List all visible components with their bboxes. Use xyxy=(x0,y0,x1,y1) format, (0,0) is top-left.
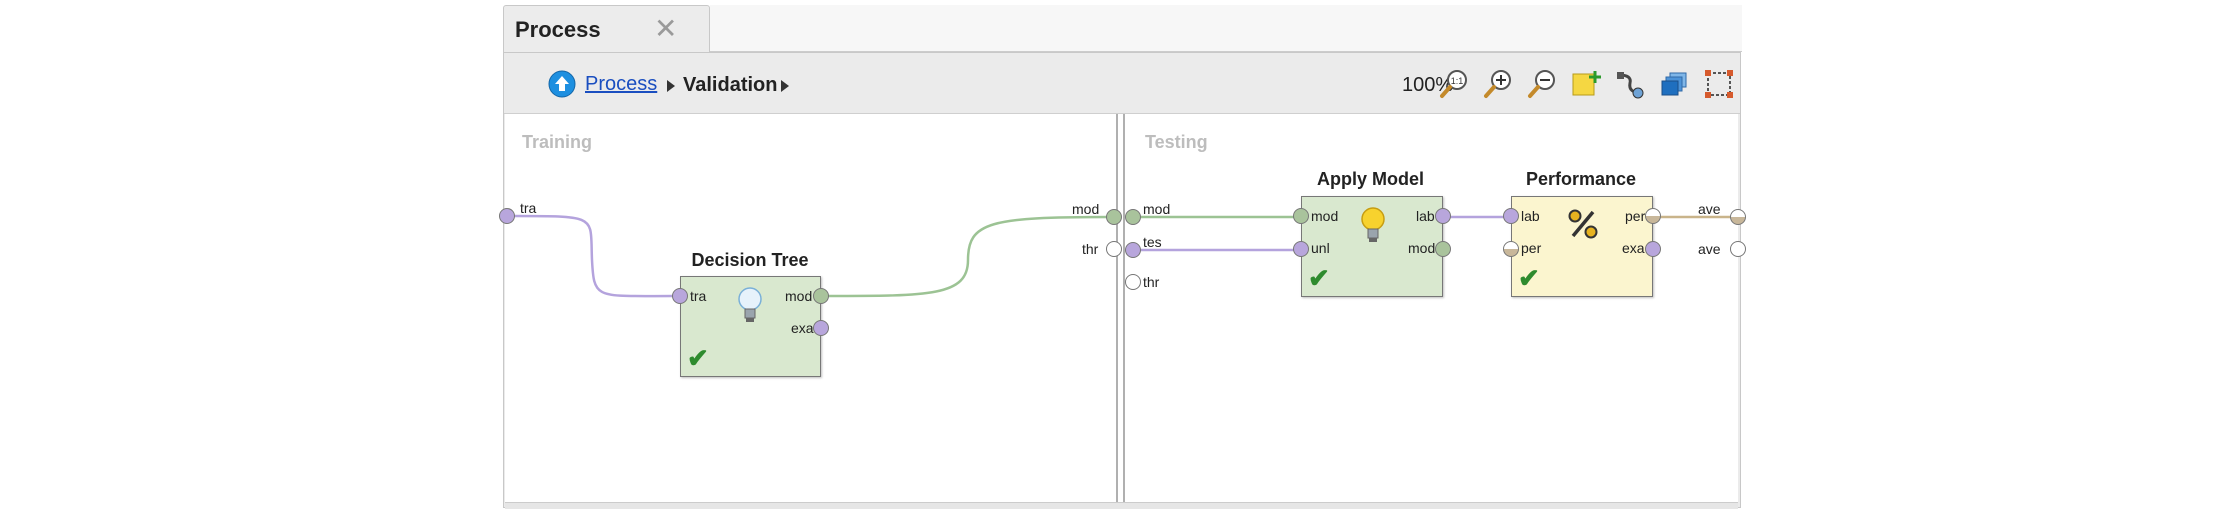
port-label-thr: thr xyxy=(1082,241,1099,257)
auto-wire-icon[interactable] xyxy=(1614,67,1648,101)
training-input-port-tra[interactable] xyxy=(499,208,515,224)
port-label-ave-1: ave xyxy=(1698,201,1721,217)
svg-text:1:1: 1:1 xyxy=(1451,76,1464,86)
decision-tree-title: Decision Tree xyxy=(691,250,809,270)
subprocess-divider[interactable] xyxy=(1116,114,1125,503)
port-label-dt-exa: exa xyxy=(791,320,814,336)
tab-process[interactable]: Process ✕ xyxy=(503,5,710,53)
port-label-pf-per-in: per xyxy=(1521,240,1542,256)
port-label-tra: tra xyxy=(520,200,537,216)
dt-output-port-mod[interactable] xyxy=(813,288,829,304)
testing-output-port-ave-1[interactable] xyxy=(1730,209,1746,225)
am-input-port-mod[interactable] xyxy=(1293,208,1309,224)
breadcrumb-current[interactable]: Validation xyxy=(683,74,778,96)
zoom-fit-icon[interactable]: 1:1 xyxy=(1438,67,1472,101)
tab-label: Process xyxy=(515,17,601,42)
port-label-am-lab: lab xyxy=(1416,208,1435,224)
am-output-port-lab[interactable] xyxy=(1435,208,1451,224)
operator-ok-check-icon: ✔ xyxy=(1308,263,1330,293)
breadcrumb-expand-icon[interactable] xyxy=(781,80,789,92)
port-label-am-unl: unl xyxy=(1311,240,1330,256)
zoom-level: 100% xyxy=(1402,74,1454,96)
operator-ok-check-icon: ✔ xyxy=(687,343,709,373)
layers-icon[interactable] xyxy=(1658,67,1692,101)
arrange-operators-icon[interactable] xyxy=(1702,67,1736,101)
zoom-out-icon[interactable] xyxy=(1526,67,1560,101)
port-label-dt-tra: tra xyxy=(690,288,707,304)
pf-input-port-lab[interactable] xyxy=(1503,208,1519,224)
bottom-scrollbar[interactable] xyxy=(505,502,1738,509)
port-label-test-thr: thr xyxy=(1143,274,1160,290)
am-input-port-unl[interactable] xyxy=(1293,241,1309,257)
dt-input-port-tra[interactable] xyxy=(672,288,688,304)
breadcrumb-separator-icon xyxy=(667,80,675,92)
toolbar xyxy=(504,53,1740,114)
testing-section-title: Testing xyxy=(1145,132,1208,152)
port-label-ave-2: ave xyxy=(1698,241,1721,257)
zoom-in-icon[interactable] xyxy=(1482,67,1516,101)
testing-output-port-ave-2[interactable] xyxy=(1730,241,1746,257)
performance-title: Performance xyxy=(1525,169,1637,189)
operator-ok-check-icon: ✔ xyxy=(1518,263,1540,293)
training-output-port-mod[interactable] xyxy=(1106,209,1122,225)
navigate-up-icon[interactable] xyxy=(548,70,576,98)
apply-model-title: Apply Model xyxy=(1317,169,1424,189)
port-label-dt-mod: mod xyxy=(785,288,813,304)
performance-operator[interactable]: lab per per exa ✔ xyxy=(1511,196,1653,297)
breadcrumb-process-link[interactable]: Process xyxy=(585,73,658,95)
port-label-pf-exa: exa xyxy=(1622,240,1645,256)
am-output-port-mod[interactable] xyxy=(1435,241,1451,257)
lightbulb-icon xyxy=(1356,205,1390,245)
dt-output-port-exa[interactable] xyxy=(813,320,829,336)
port-label-am-mod-out: mod xyxy=(1408,240,1436,256)
close-icon[interactable]: ✕ xyxy=(654,13,678,44)
percent-icon xyxy=(1566,207,1600,241)
decision-tree-operator[interactable]: tra mod exa ✔ xyxy=(680,276,821,377)
testing-input-port-mod[interactable] xyxy=(1125,209,1141,225)
port-label-am-mod-in: mod xyxy=(1311,208,1339,224)
port-label-tes: tes xyxy=(1143,234,1162,250)
port-label-pf-lab: lab xyxy=(1521,208,1540,224)
pf-input-port-per[interactable] xyxy=(1503,241,1519,257)
pf-output-port-per[interactable] xyxy=(1645,208,1661,224)
testing-input-port-thr[interactable] xyxy=(1125,274,1141,290)
port-label-mod: mod xyxy=(1072,201,1100,217)
apply-model-operator[interactable]: mod unl lab mod ✔ xyxy=(1301,196,1443,297)
pf-output-port-exa[interactable] xyxy=(1645,241,1661,257)
training-output-port-thr[interactable] xyxy=(1106,241,1122,257)
training-section-title: Training xyxy=(522,132,593,152)
port-label-test-mod: mod xyxy=(1143,201,1171,217)
tab-strip xyxy=(710,5,1742,52)
port-label-pf-per-out: per xyxy=(1625,208,1646,224)
lightbulb-icon xyxy=(733,285,767,325)
testing-input-port-tes[interactable] xyxy=(1125,242,1141,258)
add-note-icon[interactable] xyxy=(1570,67,1604,101)
